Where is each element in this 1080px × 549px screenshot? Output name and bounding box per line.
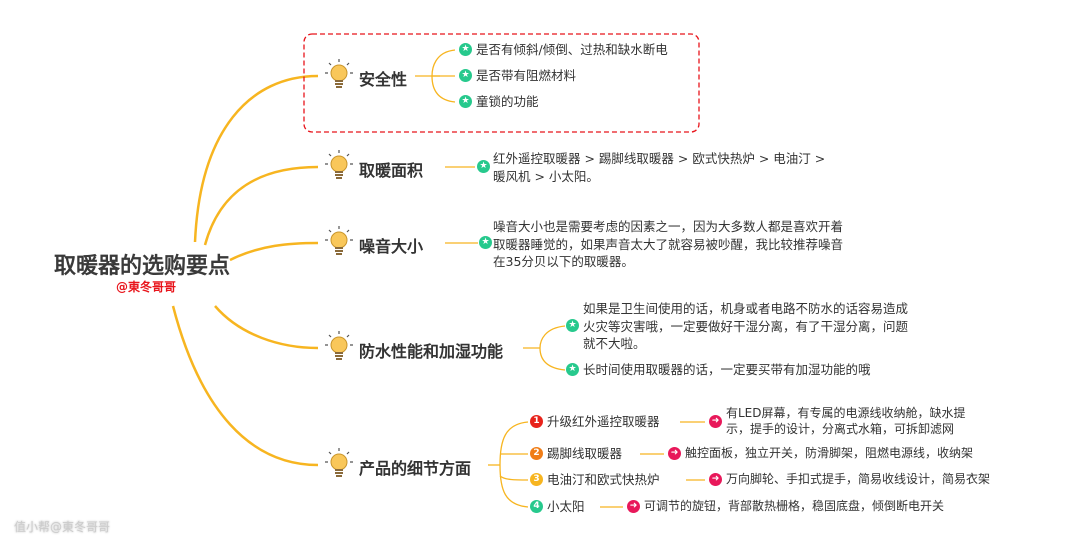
number-2-icon: 2 bbox=[530, 447, 543, 460]
lightbulb-icon bbox=[324, 330, 354, 364]
product-name: 小太阳 bbox=[547, 499, 585, 514]
star-icon: ★ bbox=[566, 319, 579, 332]
leaf-item: 红外遥控取暖器 > 踢脚线取暖器 > 欧式快热炉 > 电油汀 > 暖风机 > 小… bbox=[493, 151, 826, 184]
star-icon: ★ bbox=[459, 69, 472, 82]
number-4-icon: 4 bbox=[530, 500, 543, 513]
branch-safety: 安全性 bbox=[359, 70, 408, 89]
number-3-icon: 3 bbox=[530, 473, 543, 486]
lightbulb-icon bbox=[324, 58, 354, 92]
product-name: 踢脚线取暖器 bbox=[547, 446, 623, 461]
leaf-item: 如果是卫生间使用的话，机身或者电路不防水的话容易造成 火灾等灾害哦，一定要做好干… bbox=[583, 301, 909, 351]
star-icon: ★ bbox=[566, 363, 579, 376]
root-title: 取暖器的选购要点 bbox=[54, 254, 231, 279]
star-icon: ★ bbox=[477, 160, 490, 173]
arrow-right-icon: ➜ bbox=[709, 473, 722, 486]
arrow-right-icon: ➜ bbox=[709, 415, 722, 428]
leaf-item: 童锁的功能 bbox=[476, 94, 539, 109]
arrow-right-icon: ➜ bbox=[627, 500, 640, 513]
product-detail: 触控面板，独立开关，防滑脚架，阻燃电源线，收纳架 bbox=[685, 446, 974, 460]
leaf-item: 是否有倾斜/倾倒、过热和缺水断电 bbox=[476, 42, 668, 57]
leaf-item: 噪音大小也是需要考虑的因素之一，因为大多数人都是喜欢开着 取暖器睡觉的，如果声音… bbox=[493, 219, 844, 269]
product-name: 电油汀和欧式快热炉 bbox=[547, 472, 660, 487]
number-1-icon: 1 bbox=[530, 415, 543, 428]
arrow-right-icon: ➜ bbox=[668, 447, 681, 460]
star-icon: ★ bbox=[459, 43, 472, 56]
product-detail: 有LED屏幕，有专属的电源线收纳舱，缺水提 示，提手的设计，分离式水箱，可拆卸滤… bbox=[726, 406, 966, 436]
watermark: 值小帮@東冬哥哥 bbox=[14, 520, 111, 534]
highlight-box bbox=[303, 33, 700, 133]
product-name: 升级红外遥控取暖器 bbox=[547, 414, 660, 429]
leaf-item: 长时间使用取暖器的话，一定要买带有加湿功能的哦 bbox=[583, 362, 871, 377]
product-detail: 万向脚轮、手扣式提手，简易收线设计，简易衣架 bbox=[726, 472, 991, 486]
star-icon: ★ bbox=[459, 95, 472, 108]
lightbulb-icon bbox=[324, 149, 354, 183]
branch-heating-area: 取暖面积 bbox=[359, 161, 424, 180]
product-detail: 可调节的旋钮，背部散热栅格，稳固底盘，倾倒断电开关 bbox=[644, 499, 945, 513]
branch-details: 产品的细节方面 bbox=[359, 459, 472, 478]
star-icon: ★ bbox=[479, 236, 492, 249]
lightbulb-icon bbox=[324, 225, 354, 259]
branch-noise: 噪音大小 bbox=[359, 237, 424, 256]
leaf-item: 是否带有阻燃材料 bbox=[476, 68, 577, 83]
branch-waterproof: 防水性能和加湿功能 bbox=[359, 342, 504, 361]
lightbulb-icon bbox=[324, 447, 354, 481]
author-label: @東冬哥哥 bbox=[116, 280, 177, 294]
